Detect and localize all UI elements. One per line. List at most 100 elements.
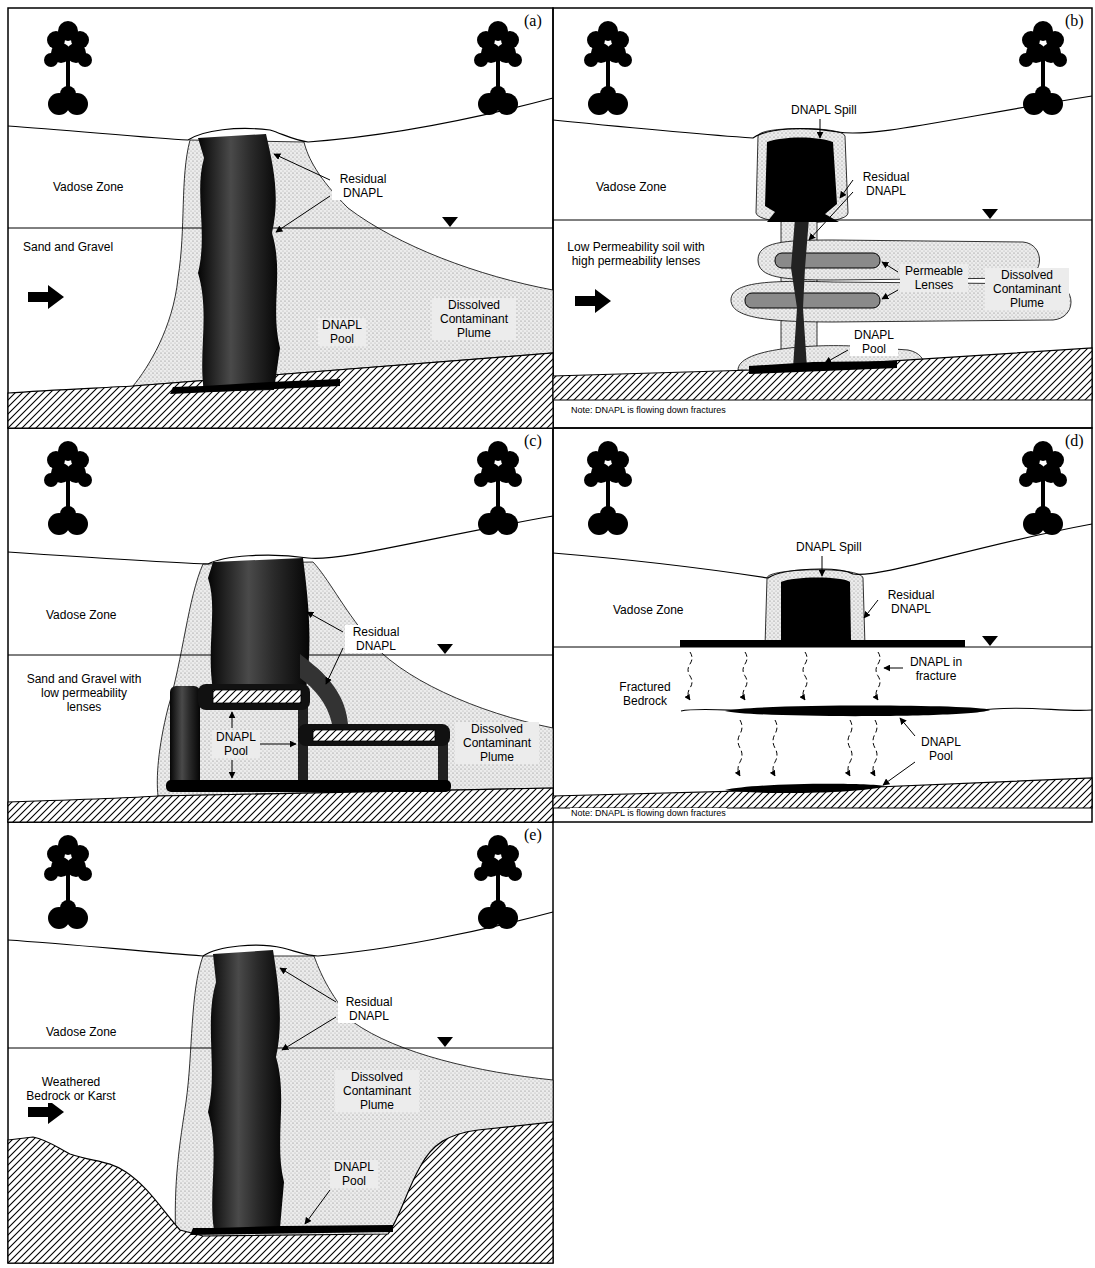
leader-arrow	[840, 180, 853, 198]
leader-arrow	[882, 262, 898, 272]
callout-label: Residual DNAPL	[345, 625, 407, 653]
plume-area	[756, 129, 848, 223]
dnapl-pool	[725, 706, 990, 717]
callout-label: DNAPL in fracture	[905, 655, 967, 683]
tree-symbol	[474, 21, 522, 115]
note-text: Note: DNAPL is flowing down fractures	[570, 808, 727, 819]
ground-surface	[553, 96, 1092, 138]
panel-c-illustration	[8, 441, 553, 822]
plume-area	[731, 129, 1071, 375]
tree-symbol	[474, 441, 522, 535]
callout-label: DNAPL Spill	[790, 103, 858, 117]
leader-arrow	[326, 648, 343, 684]
water-table-symbol	[982, 209, 998, 219]
panel-frames	[553, 428, 1092, 822]
water-table-symbol	[437, 644, 453, 654]
tree-symbol	[1019, 441, 1067, 535]
panel-frames	[8, 428, 553, 822]
leader-arrow	[232, 760, 233, 778]
callout-label: Vadose Zone	[595, 180, 668, 194]
callout-label: Vadose Zone	[612, 603, 685, 617]
leader-arrow	[809, 192, 853, 240]
panel-letter: (c)	[523, 432, 543, 450]
callout-label: Sand and Gravel	[22, 240, 114, 254]
water-table-symbol	[437, 1037, 453, 1047]
callout-label: DNAPL Pool	[330, 1160, 378, 1188]
tree-symbol	[44, 441, 92, 535]
dnapl-pool	[298, 724, 450, 746]
fracture-lines	[738, 720, 742, 776]
note-text: Note: DNAPL is flowing down fractures	[570, 405, 727, 416]
leader-arrow	[822, 556, 823, 576]
dnapl-pool	[680, 640, 965, 647]
dnapl-spill	[781, 578, 851, 641]
callout-label: Dissolved Contaminant Plume	[335, 1070, 419, 1112]
water-table	[8, 228, 553, 229]
fracture-lines	[876, 652, 880, 700]
flow-arrow	[28, 1100, 64, 1124]
callout-label: Dissolved Contaminant Plume	[985, 268, 1069, 310]
callout-label: Residual DNAPL	[880, 588, 942, 616]
fracture-lines	[688, 652, 880, 776]
water-table-symbol	[982, 636, 998, 646]
ground-surface	[553, 524, 1092, 578]
dnapl-pool	[166, 780, 451, 792]
ground-surface	[8, 912, 553, 956]
dnapl-column	[791, 218, 809, 368]
permeable-lens	[775, 253, 880, 268]
panel-a-illustration	[8, 21, 553, 428]
callout-label: Dissolved Contaminant Plume	[455, 722, 539, 764]
dnapl-leg	[438, 740, 448, 785]
tree-symbol	[584, 441, 632, 535]
dnapl-column	[208, 558, 309, 690]
callout-label: Fractured Bedrock	[612, 680, 678, 708]
bedrock-hatch	[8, 353, 553, 428]
callout-label: Permeable Lenses	[900, 264, 968, 292]
callout-label: DNAPL Pool	[850, 328, 898, 356]
panel-frames	[553, 8, 1092, 428]
ground-surface	[8, 516, 553, 564]
panel-d-illustration	[553, 441, 1092, 808]
leader-arrow	[882, 290, 898, 299]
panel-frames	[8, 822, 553, 1263]
dnapl-pool	[190, 1225, 393, 1235]
callout-label: Vadose Zone	[45, 1025, 118, 1039]
callout-label: Sand and Gravel with low permeability le…	[22, 672, 146, 714]
dnapl-leg	[170, 686, 200, 786]
dnapl-pool	[198, 684, 310, 710]
callout-label: Low Permeability soil with high permeabi…	[565, 240, 707, 268]
leader-arrow	[260, 744, 296, 745]
callout-label: DNAPL Pool	[917, 735, 965, 763]
fracture-lines	[873, 720, 877, 776]
ground-surface	[8, 98, 553, 142]
dnapl-pool	[749, 361, 897, 374]
dnapl-column	[198, 134, 280, 392]
bedrock-hatch	[8, 788, 553, 822]
callout-label: Vadose Zone	[45, 608, 118, 622]
flow-arrow	[575, 289, 611, 313]
panel-frames	[8, 8, 553, 428]
callout-label: DNAPL Pool	[212, 730, 260, 758]
permeable-lens	[745, 293, 880, 308]
dnapl-pool	[170, 379, 340, 394]
leader-arrow	[307, 612, 343, 632]
fracture-lines	[773, 720, 777, 776]
leader-arrow	[884, 668, 903, 669]
flow-arrow	[28, 285, 64, 309]
fracture-lines	[688, 652, 692, 700]
panel-e-illustration	[8, 835, 553, 1263]
callout-label: Dissolved Contaminant Plume	[432, 298, 516, 340]
dnapl-pool	[725, 784, 885, 793]
tree-symbol	[44, 21, 92, 115]
leader-arrow	[820, 119, 821, 138]
tree-symbol	[44, 835, 92, 929]
panel-letter: (d)	[1064, 432, 1085, 450]
leader-arrow	[900, 718, 915, 736]
leader-arrow	[282, 1017, 336, 1050]
leader-arrow	[825, 350, 848, 363]
callout-label: DNAPL Pool	[318, 318, 366, 346]
panel-b-illustration	[553, 21, 1092, 400]
